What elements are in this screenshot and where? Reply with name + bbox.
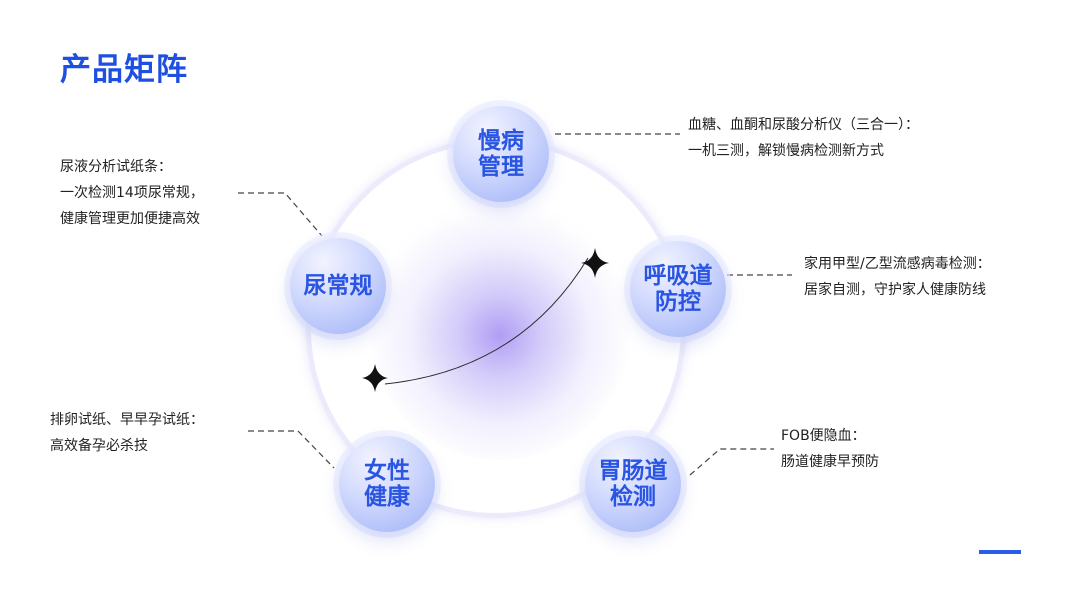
node-chronic-disease: 慢病 管理 bbox=[453, 106, 549, 202]
page-title: 产品矩阵 bbox=[60, 52, 188, 88]
note-chronic-line2: 一机三测，解锁慢病检测新方式 bbox=[688, 143, 884, 159]
note-respiratory-line1: 家用甲型/乙型流感病毒检测： bbox=[804, 256, 991, 272]
accent-bar bbox=[979, 550, 1021, 554]
node-urine-line1: 尿常规 bbox=[303, 273, 373, 299]
note-women: 排卵试纸、早早孕试纸： 高效备孕必杀技 bbox=[50, 407, 204, 459]
note-urine-line2: 一次检测14项尿常规， bbox=[60, 185, 204, 201]
sparkle-icon-top bbox=[581, 248, 609, 278]
connector-women bbox=[248, 430, 335, 469]
node-chronic-line1: 慢病 bbox=[478, 128, 524, 154]
node-gastro: 胃肠道 检测 bbox=[585, 436, 681, 532]
orbit-arc bbox=[384, 257, 589, 385]
note-women-line2: 高效备孕必杀技 bbox=[50, 438, 148, 454]
node-respiratory-line2: 防控 bbox=[655, 289, 701, 315]
note-women-line1: 排卵试纸、早早孕试纸： bbox=[50, 412, 204, 428]
node-respiratory: 呼吸道 防控 bbox=[630, 241, 726, 337]
note-respiratory-line2: 居家自测，守护家人健康防线 bbox=[804, 282, 986, 298]
node-gastro-line1: 胃肠道 bbox=[598, 458, 668, 484]
note-chronic-line1: 血糖、血酮和尿酸分析仪（三合一）： bbox=[688, 117, 919, 133]
node-women-line1: 女性 bbox=[364, 458, 410, 484]
note-gastro-line1: FOB便隐血： bbox=[781, 428, 866, 444]
node-urine-routine: 尿常规 bbox=[290, 238, 386, 334]
node-respiratory-line1: 呼吸道 bbox=[643, 263, 713, 289]
connector-gastro bbox=[689, 448, 774, 476]
note-urine: 尿液分析试纸条： 一次检测14项尿常规， 健康管理更加便捷高效 bbox=[60, 154, 204, 232]
node-gastro-line2: 检测 bbox=[610, 484, 656, 510]
note-chronic: 血糖、血酮和尿酸分析仪（三合一）： 一机三测，解锁慢病检测新方式 bbox=[688, 112, 919, 164]
note-gastro: FOB便隐血： 肠道健康早预防 bbox=[781, 423, 879, 475]
note-urine-line1: 尿液分析试纸条： bbox=[60, 159, 172, 175]
node-women-health: 女性 健康 bbox=[339, 436, 435, 532]
note-urine-line3: 健康管理更加便捷高效 bbox=[60, 211, 200, 227]
node-chronic-line2: 管理 bbox=[478, 154, 524, 180]
center-glow bbox=[370, 200, 630, 460]
node-women-line2: 健康 bbox=[364, 484, 410, 510]
note-respiratory: 家用甲型/乙型流感病毒检测： 居家自测，守护家人健康防线 bbox=[804, 251, 991, 303]
connector-urine bbox=[238, 192, 323, 237]
sparkle-icon-bottom bbox=[362, 364, 388, 392]
note-gastro-line2: 肠道健康早预防 bbox=[781, 454, 879, 470]
